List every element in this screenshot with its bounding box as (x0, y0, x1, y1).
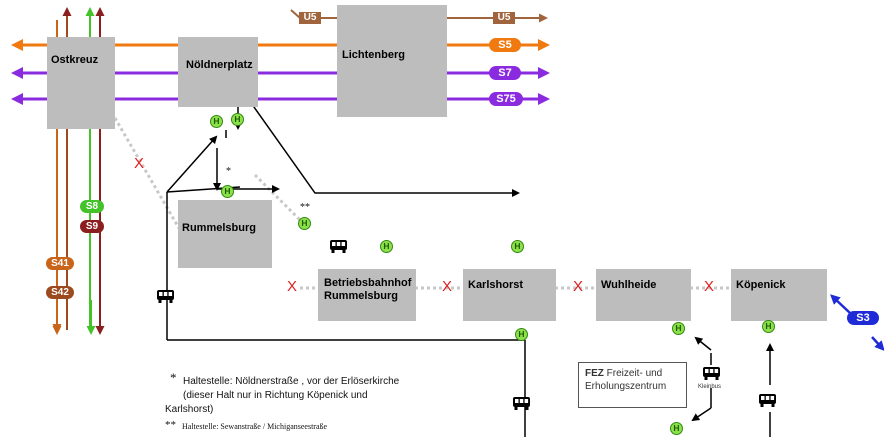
h-stop-icon: H (515, 328, 528, 341)
station-ostkreuz-label: Ostkreuz (51, 54, 99, 66)
bus-icon (330, 240, 347, 253)
stop-footnote-mark: ** (300, 202, 310, 213)
closed-x-icon: X (704, 278, 715, 295)
closed-x-icon: X (442, 278, 453, 295)
station-betriebsbahnhof-label-1: Betriebsbahnhof (324, 277, 412, 289)
h-stop-icon: H (221, 185, 234, 198)
closed-track (113, 117, 732, 290)
line-badge-s5: S5 (489, 38, 521, 52)
bus-routes (166, 99, 774, 437)
station-noeldnerplatz-label: Nöldnerplatz (186, 59, 253, 71)
closed-x-icon: X (573, 278, 584, 295)
line-badge-s3: S3 (847, 311, 879, 325)
footnote-mark-2: ** (165, 419, 176, 431)
line-badge-s42: S42 (46, 286, 74, 299)
fez-line1-text: Freizeit- und (606, 368, 663, 379)
station-wuhlheide-label: Wuhlheide (601, 279, 657, 291)
station-koepenick (731, 269, 827, 321)
fez-info-box: FEZ Freizeit- und Erholungszentrum (578, 362, 687, 408)
station-noeldnerplatz (178, 37, 258, 107)
closed-x-icon: X (287, 278, 298, 295)
line-badge-s75: S75 (489, 92, 523, 106)
h-stop-icon: H (380, 240, 393, 253)
bus-icon (157, 290, 174, 303)
h-stop-icon: H (511, 240, 524, 253)
fez-line1: FEZ Freizeit- und (585, 367, 680, 380)
footnote-1-line1: Haltestelle: Nöldnerstraße , vor der Erl… (183, 376, 400, 387)
footnote-1-line2: (dieser Halt nur in Richtung Köpenick un… (183, 390, 368, 401)
station-karlshorst (463, 269, 556, 321)
h-stop-icon: H (210, 115, 223, 128)
fez-bold: FEZ (585, 368, 604, 379)
h-stop-icon: H (298, 217, 311, 230)
station-wuhlheide (596, 269, 691, 321)
station-lichtenberg (337, 5, 447, 117)
station-rummelsburg (178, 200, 272, 268)
footnote-2-text: Haltestelle: Sewanstraße / Michiganseest… (182, 422, 328, 431)
line-badge-u5: U5 (299, 12, 321, 24)
station-rummelsburg-label: Rummelsburg (182, 222, 256, 234)
line-badge-s8: S8 (80, 200, 104, 213)
closed-x-icon: X (134, 155, 145, 172)
footnote-1-line3: Karlshorst) (165, 404, 214, 415)
bus-icon (513, 397, 530, 410)
bus-icon (703, 367, 720, 380)
line-badge-s41: S41 (46, 257, 74, 270)
line-badge-s9: S9 (80, 220, 104, 233)
h-stop-icon: H (672, 322, 685, 335)
h-stop-icon: H (670, 422, 683, 435)
station-karlshorst-label: Karlshorst (468, 279, 524, 291)
fez-line2: Erholungszentrum (585, 381, 667, 392)
station-betriebsbahnhof-label-2: Rummelsburg (324, 290, 398, 302)
station-koepenick-label: Köpenick (736, 279, 786, 291)
line-s3 (830, 294, 884, 351)
h-stop-icon: H (762, 320, 775, 333)
station-ostkreuz (47, 37, 115, 129)
station-betriebsbahnhof-rummelsburg (318, 269, 416, 321)
bus-icon (759, 394, 776, 407)
line-badge-s7: S7 (489, 66, 521, 80)
h-stop-icon: H (231, 113, 244, 126)
line-badge-u5: U5 (493, 12, 515, 24)
kleinbus-label: Kleinbus (698, 384, 722, 390)
stop-footnote-mark: * (226, 166, 231, 177)
footnote-mark-1: * (170, 370, 177, 385)
station-lichtenberg-label: Lichtenberg (342, 49, 405, 61)
